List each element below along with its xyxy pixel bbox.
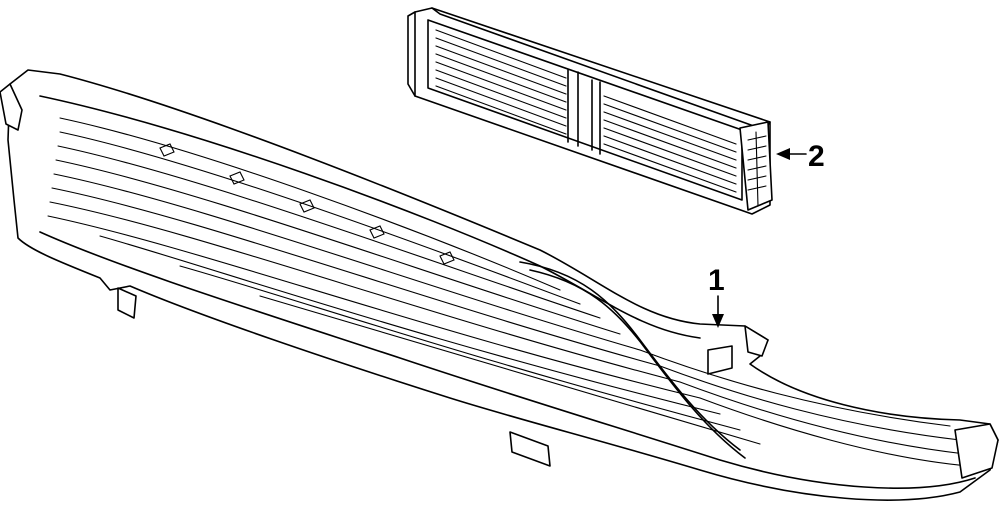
shutter-center-divider [567, 69, 601, 155]
grille-trim-strip [519, 261, 741, 451]
grille-top-rim [39, 95, 701, 339]
callout-1: 1 [708, 264, 725, 328]
shutter-left-bracket [407, 11, 416, 97]
grille-left-tab [0, 83, 23, 131]
callout-2-label: 2 [808, 140, 825, 173]
shutter-right-louvers [603, 95, 737, 193]
callout-1-label: 1 [708, 264, 725, 297]
grille-clips [159, 143, 455, 265]
lower-grille-part [0, 69, 999, 501]
grille-bottom-tab [509, 431, 551, 467]
grille-bottom-rim [39, 231, 976, 489]
shutter-front-face [427, 19, 743, 201]
callout-2-arrowhead [776, 148, 790, 160]
shutter-actuator [739, 121, 773, 211]
grille-right-tab [744, 325, 769, 357]
grille-fog-opening [707, 345, 733, 375]
grille-end-cap [954, 423, 999, 479]
grille-bars [47, 117, 969, 467]
grille-shutter-part [407, 7, 773, 215]
callout-2: 2 [776, 140, 825, 173]
shutter-left-louvers [435, 29, 567, 135]
callout-1-arrowhead [712, 314, 724, 328]
grille-lower-clip [117, 287, 137, 319]
